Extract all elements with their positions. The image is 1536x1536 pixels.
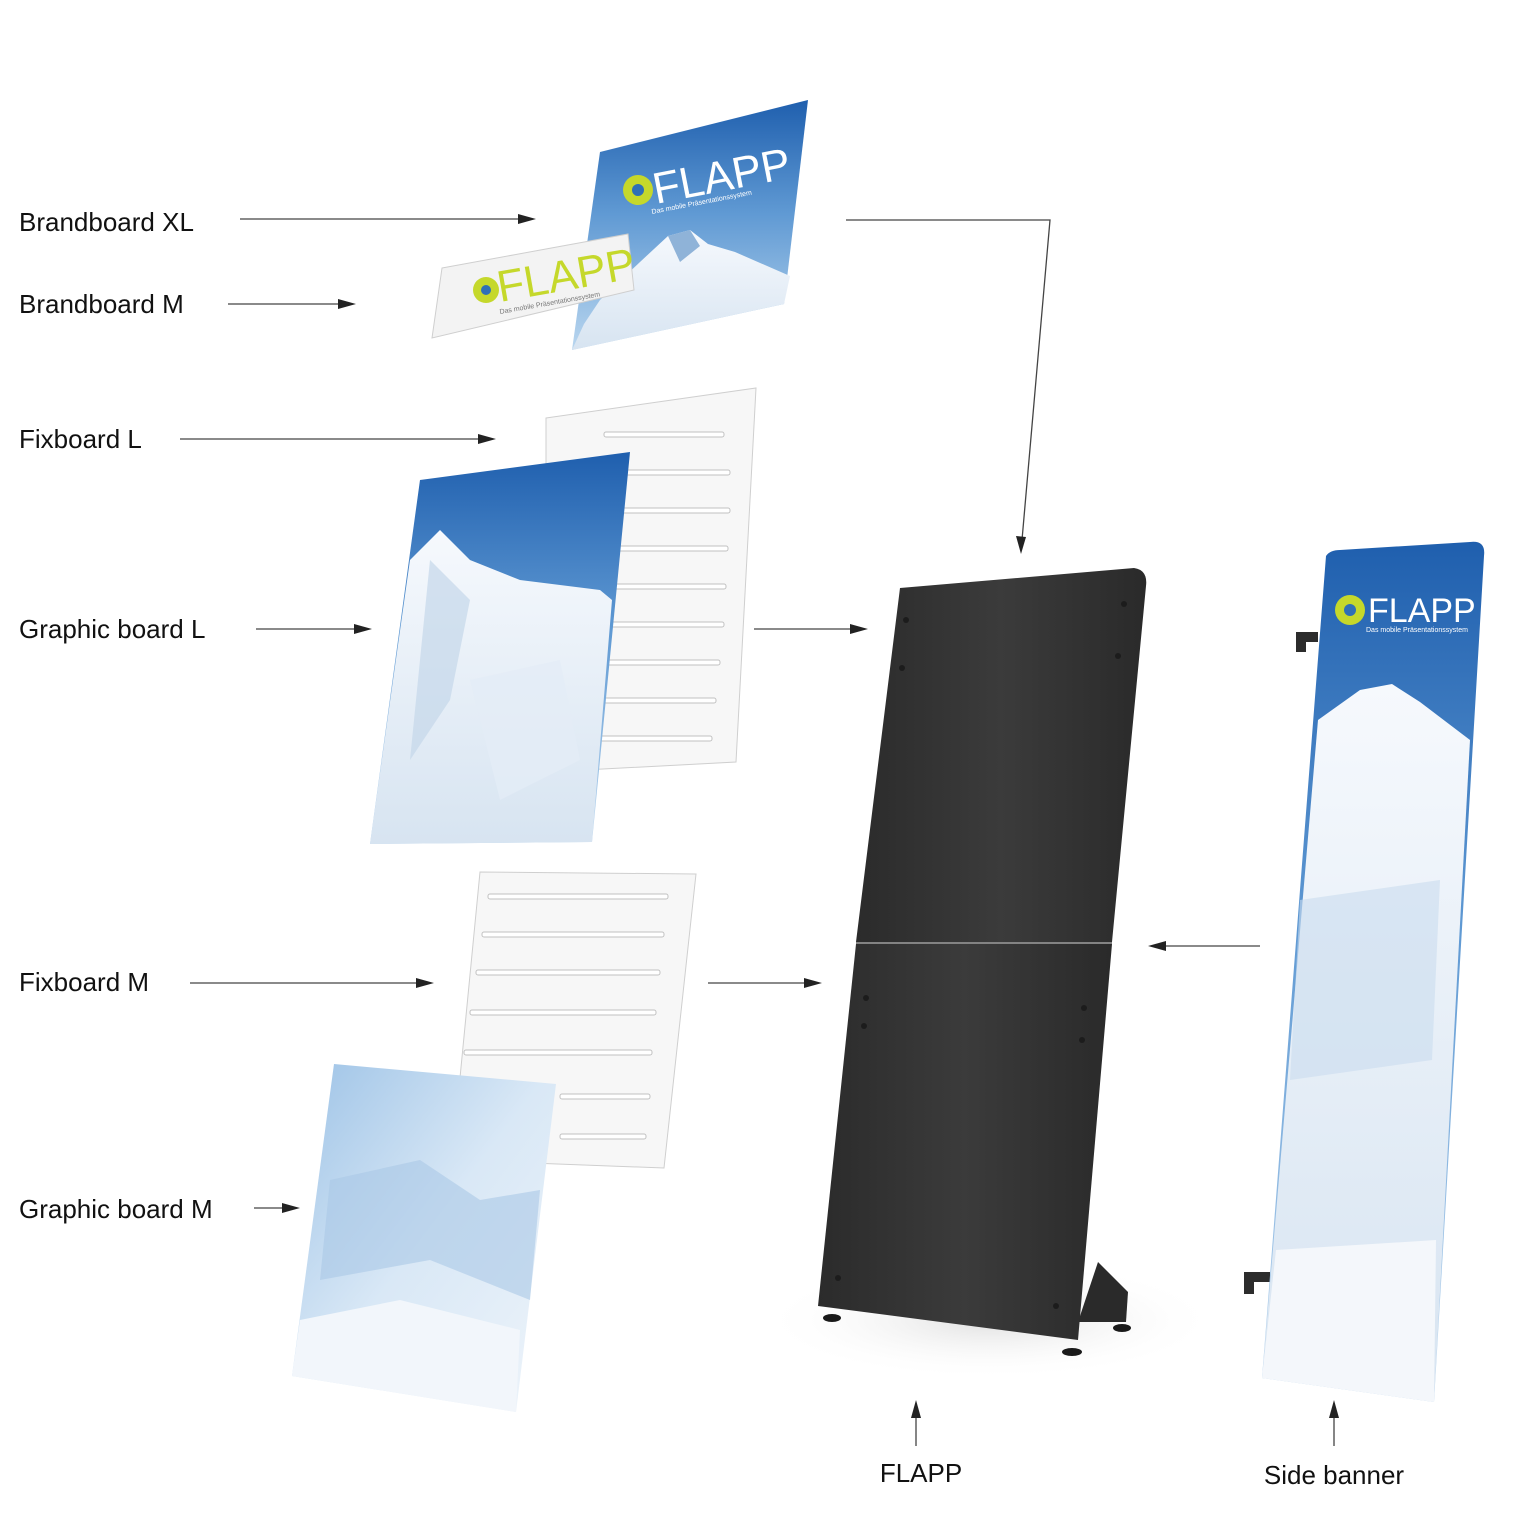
arrow-flapp-label (911, 1400, 921, 1446)
arrow-lower-to-stand (708, 978, 822, 988)
graphic-board-l-illustration (370, 452, 630, 844)
side-banner-logo-text: FLAPP (1368, 592, 1476, 630)
label-brandboard-xl: Brandboard XL (19, 207, 194, 237)
labels: Brandboard XL Brandboard M Fixboard L Gr… (19, 207, 1404, 1490)
arrow-graphic-board-m (254, 1203, 300, 1213)
label-fixboard-l: Fixboard L (19, 424, 142, 454)
label-flapp: FLAPP (880, 1458, 962, 1488)
arrow-brandboard-m (228, 299, 356, 309)
arrow-fixboard-m (190, 978, 434, 988)
arrow-side-banner-to-stand (1148, 941, 1260, 951)
flapp-stand-illustration (760, 568, 1220, 1380)
arrow-upper-to-stand (754, 624, 868, 634)
side-banner-illustration: FLAPP Das mobile Präsentationssystem (1244, 541, 1485, 1402)
arrows (180, 214, 1339, 1446)
brandboard-xl-illustration: FLAPP Das mobile Präsentationssystem (572, 100, 808, 350)
arrow-graphic-board-l (256, 624, 372, 634)
label-graphic-board-m: Graphic board M (19, 1194, 213, 1224)
graphic-board-m-illustration (292, 1064, 556, 1412)
arrow-brandboard-to-stand (846, 219, 1051, 554)
arrow-fixboard-l (180, 434, 496, 444)
label-graphic-board-l: Graphic board L (19, 614, 205, 644)
label-brandboard-m: Brandboard M (19, 289, 184, 319)
label-fixboard-m: Fixboard M (19, 967, 149, 997)
label-side-banner: Side banner (1264, 1460, 1405, 1490)
arrow-brandboard-xl (240, 214, 536, 224)
arrow-side-banner-label (1329, 1400, 1339, 1446)
side-banner-tagline: Das mobile Präsentationssystem (1366, 627, 1468, 634)
